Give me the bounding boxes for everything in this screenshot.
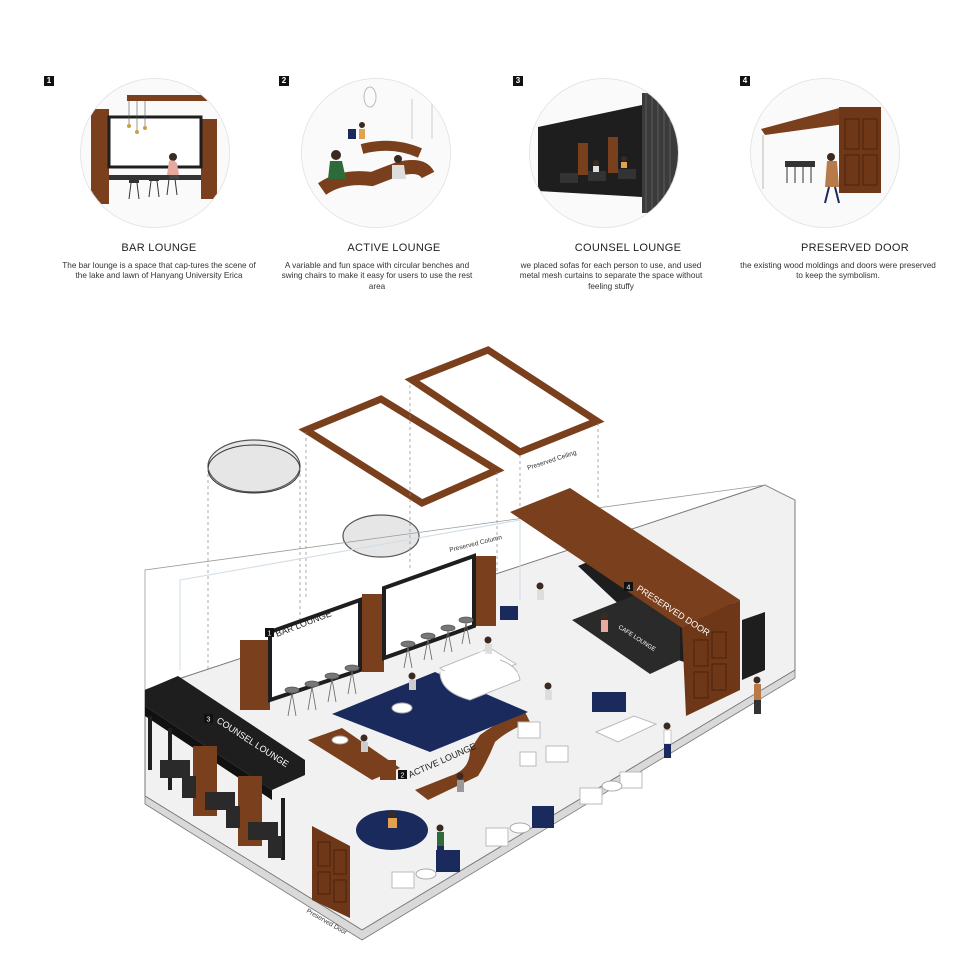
- ceiling-disc-small: [342, 514, 420, 558]
- svg-text:4: 4: [627, 585, 631, 592]
- svg-text:2: 2: [401, 773, 405, 780]
- svg-text:1: 1: [268, 631, 272, 638]
- lounge-chairs: [436, 606, 658, 872]
- panel-title: BAR LOUNGE: [121, 242, 197, 254]
- marker-bar-lounge: 1: [265, 628, 274, 638]
- bar-lounge-vignette: [80, 78, 230, 228]
- svg-text:3: 3: [207, 717, 211, 724]
- preserved-ceiling-frames: [298, 346, 605, 507]
- counsel-lounge-vignette: [529, 78, 679, 228]
- active-lounge-benches: [308, 712, 530, 800]
- panel-number: 3: [513, 76, 523, 86]
- panel-description: The bar lounge is a space that cap-tures…: [62, 261, 256, 281]
- round-rug: [356, 810, 428, 850]
- marker-preserved-door: 4: [624, 582, 633, 592]
- floor-slab-edge: [144, 669, 796, 941]
- label-preserved-column: Preserved Column: [449, 534, 503, 554]
- bar-lounge-wall: [240, 553, 496, 710]
- panel-title: PRESERVED DOOR: [801, 242, 909, 254]
- ceiling-disc-large: [207, 439, 301, 494]
- back-wall: [144, 484, 796, 690]
- round-tables: [331, 702, 623, 880]
- panel-title: COUNSEL LOUNGE: [574, 242, 682, 254]
- cube-seating: [391, 721, 643, 889]
- panel-number: 2: [279, 76, 289, 86]
- preserved-door-canopy: [510, 488, 740, 716]
- bar-stools: [284, 616, 474, 694]
- active-lounge-vignette: [301, 78, 451, 228]
- preserved-door-front: [312, 826, 350, 918]
- preserved-door-vignette: [750, 78, 900, 228]
- glass-wall: [179, 519, 521, 670]
- label-preserved-ceiling: Preserved Ceiling: [526, 449, 577, 472]
- panel-number: 1: [44, 76, 54, 86]
- panel-title: ACTIVE LOUNGE: [347, 242, 441, 254]
- marker-active-lounge: 2: [398, 770, 407, 780]
- side-wall-black: [742, 612, 765, 680]
- panel-description: we placed sofas for each person to use, …: [519, 261, 703, 291]
- bar-stool-legs: [287, 622, 471, 717]
- marker-counsel-lounge: 3: [204, 714, 213, 724]
- counsel-lounge-block: [145, 676, 305, 860]
- panel-number: 4: [740, 76, 750, 86]
- panel-description: the existing wood moldings and doors wer…: [740, 261, 936, 281]
- panel-description: A variable and fun space with circular b…: [281, 261, 473, 291]
- people: [360, 582, 761, 858]
